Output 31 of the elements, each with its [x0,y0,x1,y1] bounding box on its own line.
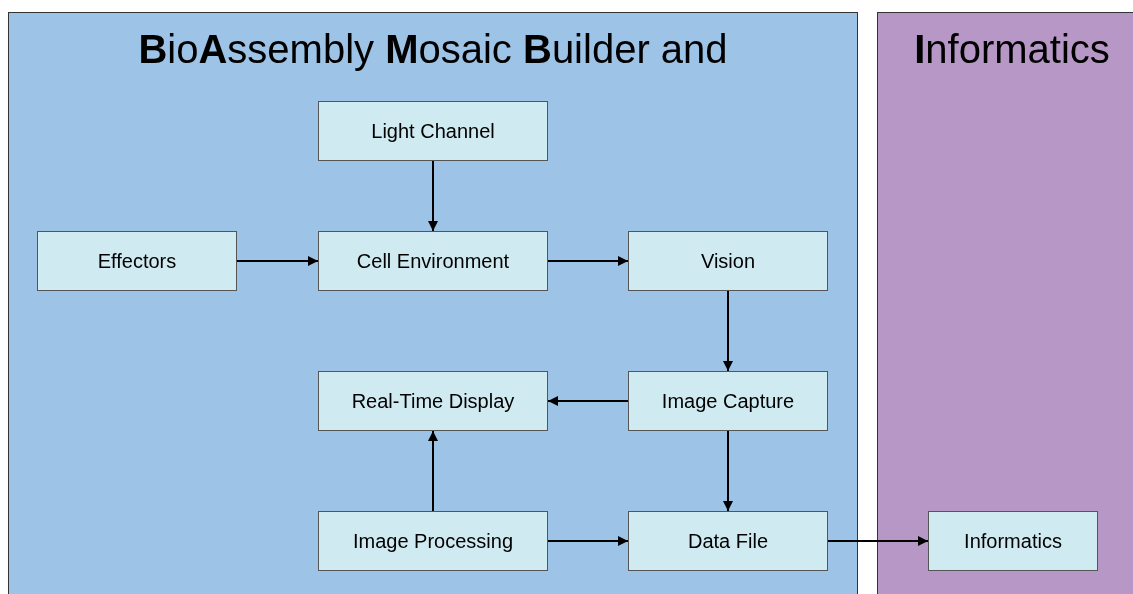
arrow [827,536,929,546]
process-box [318,101,548,161]
panel-title: Informatics [913,27,1111,72]
group-panel [877,12,1133,594]
arrow [428,430,438,512]
arrow [547,396,629,406]
process-box [928,511,1098,571]
panel-title: BioAssembly Mosaic Builder and [137,27,729,72]
box-label: Effectors [97,249,177,273]
box-label: Vision [700,249,756,273]
box-label: Data File [688,529,768,553]
box-label: Informatics [964,529,1062,553]
box-label: Image Processing [352,529,514,553]
process-box [628,371,828,431]
process-box [37,231,237,291]
process-box [628,511,828,571]
process-box [318,511,548,571]
arrow [723,290,733,372]
box-label: Real-Time Display [351,389,515,413]
process-box [318,371,548,431]
process-box [628,231,828,291]
group-panel [8,12,858,594]
box-label: Cell Environment [356,249,510,273]
arrow [236,256,319,266]
process-box [318,231,548,291]
arrow [547,256,629,266]
box-label: Image Capture [661,389,795,413]
arrow [547,536,629,546]
box-label: Light Channel [371,119,495,143]
arrow [428,160,438,232]
arrow [723,430,733,512]
